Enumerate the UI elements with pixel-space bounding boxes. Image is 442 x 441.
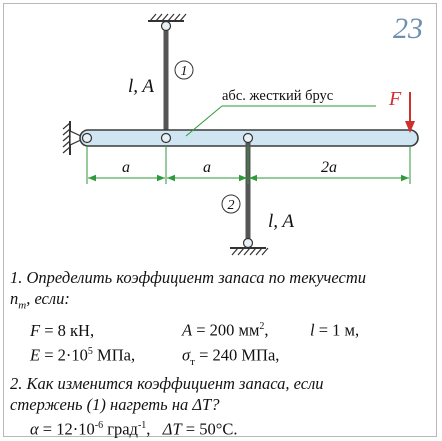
rod-1-label: l, A [128,76,154,97]
problem-number: 23 [393,12,423,45]
question-1-line-1: 1. Определить коэффициент запаса по теку… [10,268,367,287]
beam-label: абс. жесткий брус [222,88,333,104]
dim-left-label: a [122,159,130,176]
bottom-support [230,247,269,256]
rod-1-number-circle [174,60,194,80]
force-arrowhead [405,121,415,133]
beam-left-pin [81,132,93,144]
dim-right-label: 2a [321,159,337,176]
rod-2-beam-pin [242,132,254,144]
given-row-3: α = 12·10-6 град-1, ΔT = 50°C. [30,419,238,439]
given-row-2: E = 2·105 МПа,σт = 240 МПа, [30,345,280,368]
rod-2-number-circle [221,194,241,214]
question-2-line-1: 2. Как изменится коэффициент запаса, есл… [10,373,324,393]
left-pin-support [62,121,87,155]
given-row-1: F = 8 кН,A = 200 мм2,l = 1 м, [30,320,360,340]
rod-1-number: 1 [181,64,188,79]
rod-2-number: 2 [228,198,235,213]
question-2-line-2: стержень (1) нагреть на ΔT? [10,394,220,414]
figure-frame [3,3,437,437]
rod-1-beam-pin [160,132,172,144]
top-support [148,13,187,22]
question-1-line-2: nт, если: [10,289,70,312]
mechanics-diagram: 1 2 l, A l, A абс. жесткий брус F a a 2a [62,13,419,256]
dimension-lines [86,146,411,184]
beam-label-pointer [185,105,223,137]
dim-mid-label: a [203,159,211,176]
rod-2-label: l, A [268,211,294,232]
force-label: F [388,88,402,110]
problem-statement: 1. Определить коэффициент запаса по теку… [10,267,435,439]
rod-1-top-pin [160,20,172,32]
rod-2-bottom-pin [242,237,254,249]
